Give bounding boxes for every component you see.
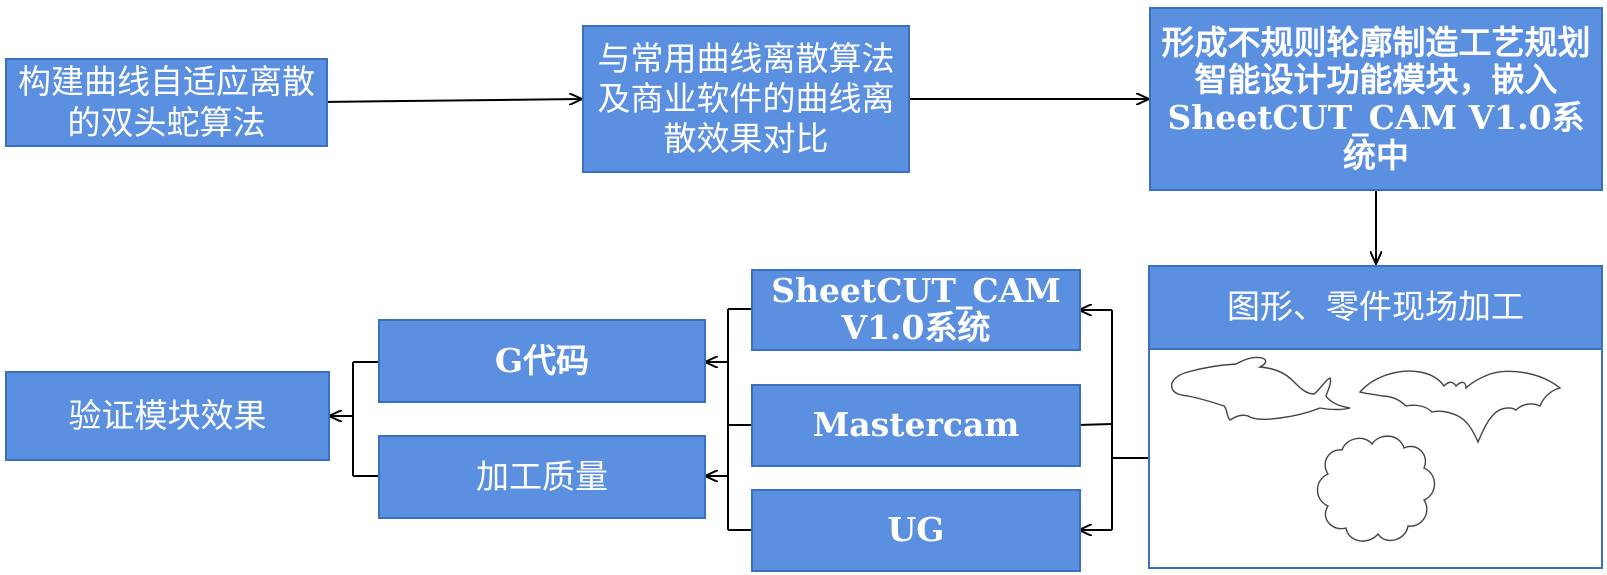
node-mastercam-label: Mastercam	[812, 405, 1020, 445]
shapes-illustration	[1170, 356, 1562, 542]
node-onsite-label: 图形、零件现场加工	[1227, 287, 1524, 327]
node-build-algorithm-label: 构建曲线自适应离散的双头蛇算法	[18, 62, 315, 142]
node-sheetcut-label: SheetCUT_CAM V1.0系统	[771, 271, 1061, 347]
node-module-label: 形成不规则轮廓制造工艺规划智能设计功能模块，嵌入SheetCUT_CAM V1.…	[1161, 22, 1591, 175]
shapes-panel	[1148, 348, 1603, 569]
node-onsite: 图形、零件现场加工	[1148, 265, 1603, 350]
node-sheetcut: SheetCUT_CAM V1.0系统	[751, 269, 1081, 351]
bat-outline	[1358, 370, 1562, 444]
node-compare: 与常用曲线离散算法及商业软件的曲线离散效果对比	[582, 25, 910, 173]
node-ug-label: UG	[887, 510, 945, 550]
node-build-algorithm: 构建曲线自适应离散的双头蛇算法	[5, 58, 328, 147]
node-gcode: G代码	[378, 319, 706, 403]
flower-outline	[1316, 435, 1436, 542]
node-quality-label: 加工质量	[476, 456, 608, 496]
node-compare-label: 与常用曲线离散算法及商业软件的曲线离散效果对比	[597, 38, 895, 159]
node-quality: 加工质量	[378, 435, 706, 519]
dolphin-outline	[1170, 356, 1351, 421]
bracket-outputs-to-verify	[330, 361, 378, 477]
node-module: 形成不规则轮廓制造工艺规划智能设计功能模块，嵌入SheetCUT_CAM V1.…	[1149, 7, 1603, 191]
node-mastercam: Mastercam	[751, 384, 1081, 467]
bracket-onsite-to-software	[1077, 310, 1148, 530]
node-verify: 验证模块效果	[5, 371, 330, 461]
bracket-software-to-outputs	[706, 308, 751, 531]
node-verify-label: 验证模块效果	[68, 395, 267, 435]
node-ug: UG	[751, 489, 1081, 572]
arrow-build-to-compare	[320, 99, 581, 102]
node-gcode-label: G代码	[494, 340, 590, 380]
